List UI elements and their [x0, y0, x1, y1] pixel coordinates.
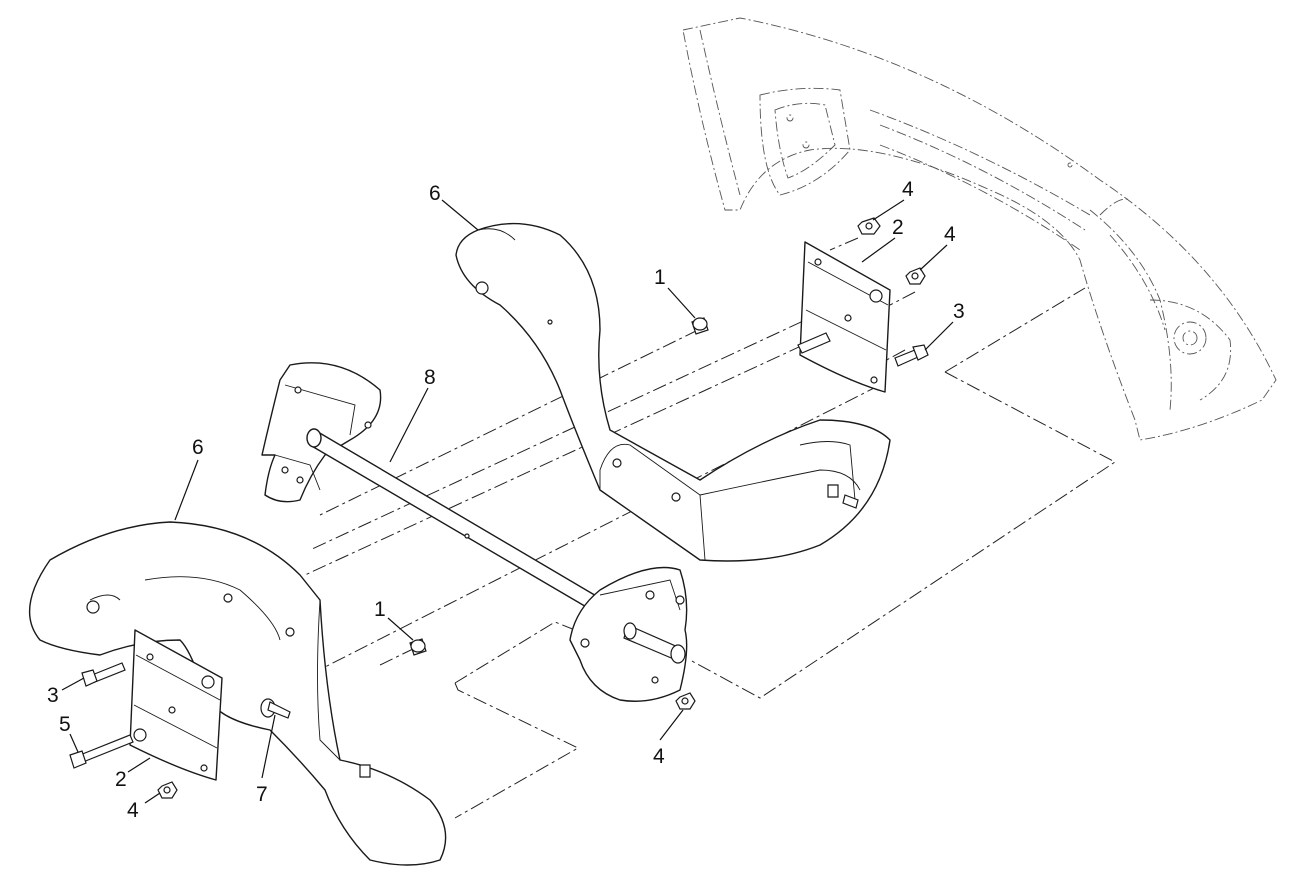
auger-flight-upper	[455, 222, 891, 562]
callout-1-upper: 1	[654, 266, 666, 289]
mounting-plate-upper	[797, 241, 891, 393]
callout-8: 8	[424, 366, 436, 389]
auger-housing	[682, 17, 1277, 441]
upper-hardware	[691, 217, 929, 367]
callout-2-lower: 2	[115, 768, 127, 791]
callout-labels: 1 1 2 2 3 3 4 4 4 4 5 6 6 7 8	[47, 178, 965, 822]
callout-5: 5	[59, 713, 71, 736]
callout-4-bottom-left: 4	[127, 799, 139, 822]
auger-shaft	[306, 428, 621, 623]
callout-7: 7	[256, 783, 268, 806]
callout-1-lower: 1	[374, 598, 386, 621]
bearing-plate-right	[569, 566, 688, 702]
leader-lines	[61, 199, 954, 804]
lower-hardware	[69, 638, 696, 799]
callout-3-lower: 3	[47, 684, 59, 707]
mounting-plate-lower	[129, 629, 223, 781]
auger-flight-lower	[28, 521, 447, 866]
callout-6-upper: 6	[429, 182, 441, 205]
callout-2-upper: 2	[892, 216, 904, 239]
callout-3-upper: 3	[953, 300, 965, 323]
callout-4-right: 4	[944, 223, 956, 246]
callout-6-lower: 6	[192, 436, 204, 459]
callout-4-bottom-right: 4	[653, 745, 665, 768]
bearing-plate-left	[261, 362, 382, 503]
callout-4-top: 4	[902, 178, 914, 201]
